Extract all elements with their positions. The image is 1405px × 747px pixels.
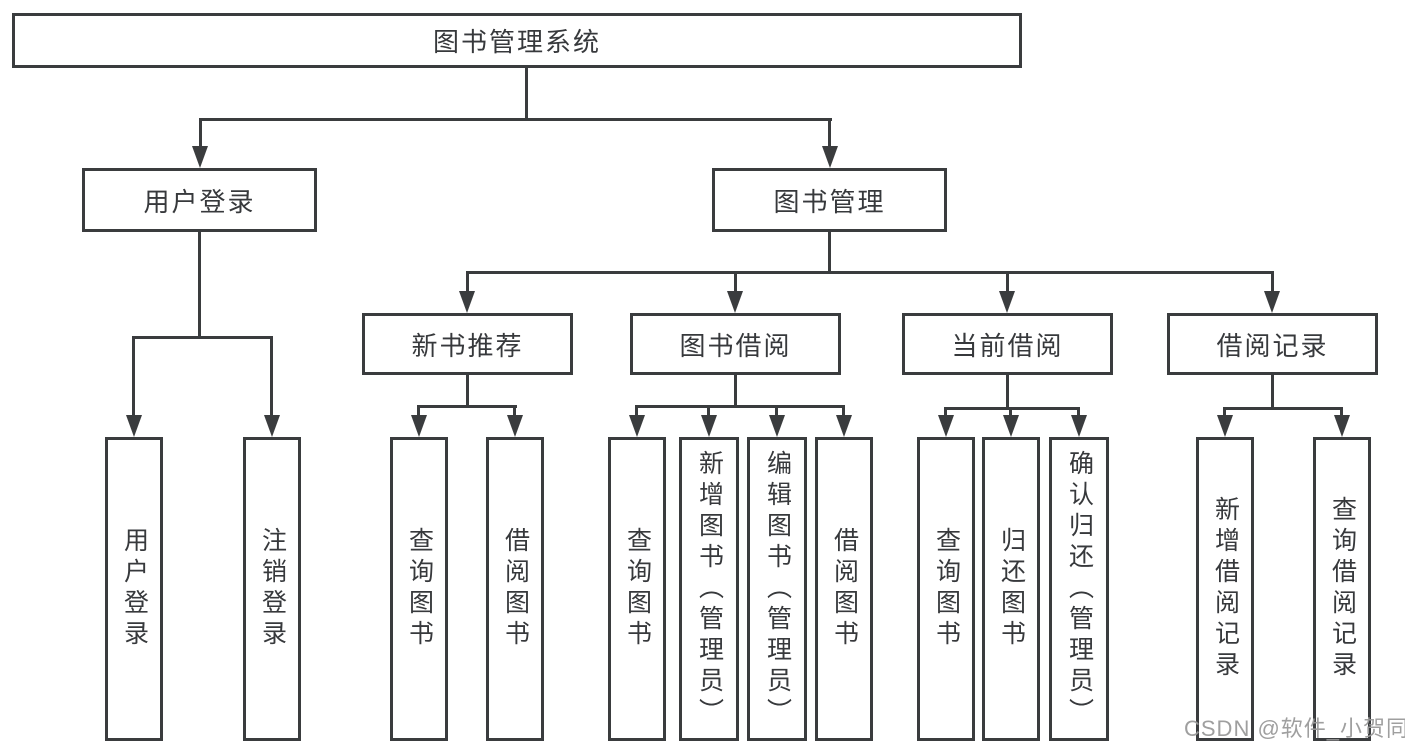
node-return-books: 归还图书 [982,437,1040,741]
arrow-down-icon [1264,291,1280,313]
node-user-login-leaf: 用户登录 [105,437,163,741]
connector-shaft [513,405,516,419]
arrow-down-icon [999,291,1015,313]
connector-book-management-shaft [828,118,831,152]
connector-shaft [1223,407,1226,419]
connector-shaft [635,405,638,419]
arrow-down-icon [1334,415,1350,437]
connector-user-login-shaft [199,118,202,152]
node-label: 图书管理 [773,186,886,217]
connector-borrowing-shaft [734,271,737,297]
arrow-down-icon [411,415,427,437]
connector-records-shaft [1271,271,1274,297]
node-label: 查询图书 [405,527,434,651]
connector-level3-bus [466,271,1274,274]
csdn-watermark: CSDN @软件_小贺同学 [1184,716,1405,741]
connector-logout-shaft [270,336,273,418]
node-user-login: 用户登录 [82,168,317,232]
node-add-borrow-record: 新增借阅记录 [1196,437,1254,741]
connector-current-drop [1006,375,1009,409]
arrow-down-icon [822,146,838,168]
node-label: 借阅记录 [1216,330,1329,361]
connector-current-shaft [1006,271,1009,297]
connector-recommend-drop [466,375,469,408]
node-borrow-books-recommend: 借阅图书 [486,437,544,741]
connector-borrowing-drop [734,375,737,408]
connector-recommend-shaft [466,271,469,297]
connector-login-leaf-shaft [132,336,135,418]
node-query-books-borrowing: 查询图书 [608,437,666,741]
node-label: 新书推荐 [411,330,524,361]
node-label: 借阅图书 [501,527,530,651]
node-label: 查询图书 [932,527,961,651]
node-confirm-return-admin: 确认归还（管理员） [1049,437,1109,741]
node-label: 用户登录 [143,186,256,217]
arrow-down-icon [701,415,717,437]
node-label: 查询借阅记录 [1328,496,1357,682]
node-edit-book-admin: 编辑图书（管理员） [747,437,807,741]
node-new-book-recommendation: 新书推荐 [362,313,573,375]
node-query-books-current: 查询图书 [917,437,975,741]
connector-shaft [1077,407,1080,419]
connector-shaft [842,405,845,419]
connector-shaft [417,405,420,419]
arrow-down-icon [126,415,142,437]
connector-user-login-drop [198,232,201,339]
node-label: 编辑图书（管理员） [763,449,792,729]
arrow-down-icon [727,291,743,313]
connector-current-bus [944,407,1080,410]
arrow-down-icon [192,146,208,168]
arrow-down-icon [507,415,523,437]
node-label: 图书借阅 [679,330,792,361]
arrow-down-icon [1003,415,1019,437]
node-borrow-records: 借阅记录 [1167,313,1378,375]
node-query-books-recommend: 查询图书 [390,437,448,741]
connector-book-management-drop [828,232,831,273]
connector-shaft [944,407,947,419]
node-label: 借阅图书 [830,527,859,651]
node-label: 查询图书 [623,527,652,651]
connector-records-drop [1271,375,1274,409]
node-label: 当前借阅 [951,330,1064,361]
node-library-management-system: 图书管理系统 [12,13,1022,68]
connector-shaft [775,405,778,419]
arrow-down-icon [938,415,954,437]
node-current-borrowing: 当前借阅 [902,313,1113,375]
connector-recommend-bus [417,405,517,408]
node-label: 确认归还（管理员） [1065,449,1094,729]
node-borrow-books-borrowing: 借阅图书 [815,437,873,741]
node-label: 新增借阅记录 [1211,496,1240,682]
node-label: 注销登录 [258,527,287,651]
node-query-borrow-record: 查询借阅记录 [1313,437,1371,741]
connector-user-bus [132,336,273,339]
arrow-down-icon [264,415,280,437]
connector-shaft [707,405,710,419]
arrow-down-icon [1217,415,1233,437]
arrow-down-icon [836,415,852,437]
node-logout: 注销登录 [243,437,301,741]
connector-records-bus [1223,407,1342,410]
node-book-management: 图书管理 [712,168,947,232]
node-label: 图书管理系统 [432,27,601,57]
node-add-book-admin: 新增图书（管理员） [679,437,739,741]
arrow-down-icon [459,291,475,313]
arrow-down-icon [629,415,645,437]
connector-shaft [1340,407,1343,419]
node-label: 新增图书（管理员） [695,449,724,729]
connector-shaft [1009,407,1012,419]
connector-borrowing-bus [635,405,845,408]
arrow-down-icon [1071,415,1087,437]
arrow-down-icon [769,415,785,437]
node-label: 归还图书 [997,527,1026,651]
connector-level2-bus [199,118,832,121]
node-book-borrowing: 图书借阅 [630,313,841,375]
connector-root-drop [525,66,528,120]
node-label: 用户登录 [120,527,149,651]
